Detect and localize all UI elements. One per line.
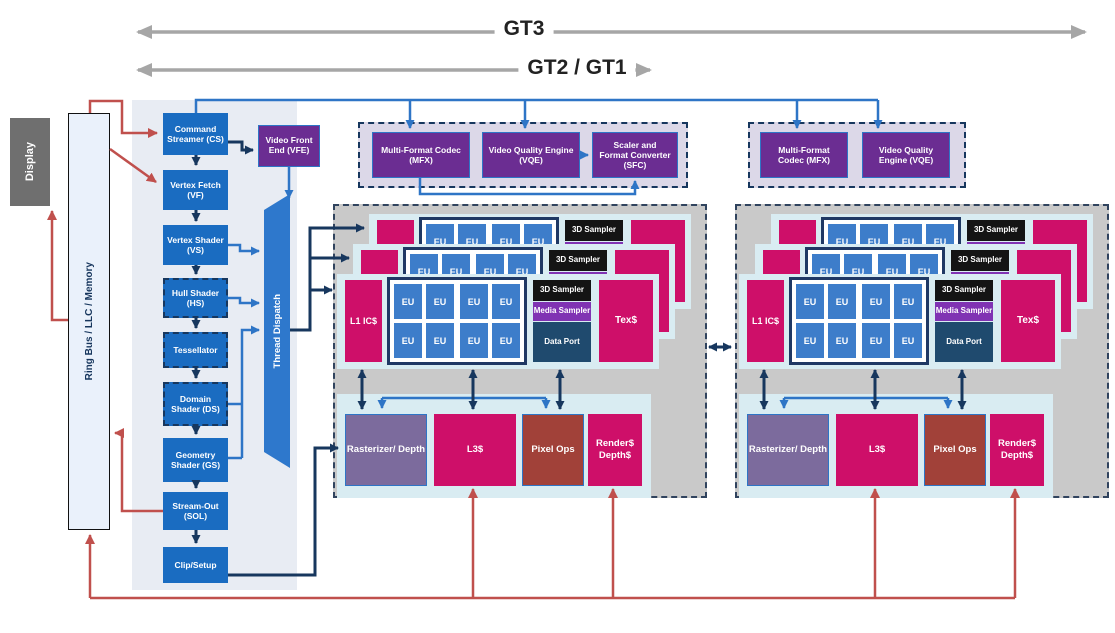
pixel-ops: Pixel Ops [522,414,584,486]
gt2-gt1-label: GT2 / GT1 [518,56,636,80]
eu-array: EU EU EU EU EU EU EU EU [387,277,527,365]
display-block: Display [10,118,50,206]
l3-cache: L3$ [836,414,918,486]
execution-unit: EU [492,284,520,319]
execution-unit: EU [460,284,488,319]
pipeline-stage-clip-setup: Clip/Setup [163,547,228,583]
thread-dispatch-label: Thread Dispatch [271,293,283,369]
sampler-3d: 3D Sampler [935,280,993,301]
gt3-label: GT3 [494,17,554,41]
slice-common-strip: Rasterizer/ Depth L3$ Pixel Ops Render$ … [337,394,651,498]
render-depth-cache: Render$ Depth$ [588,414,642,486]
pipeline-stage-label: Clip/Setup [174,559,217,570]
sampler-3d: 3D Sampler [565,220,623,241]
video-quality-engine-right: Video Quality Engine (VQE) [862,132,950,178]
execution-unit: EU [492,323,520,358]
ring-bus-block: Ring Bus / LLC / Memory [68,113,110,530]
thread-dispatch-block: Thread Dispatch [264,194,290,468]
eu-pair: EU EU EU EU [394,284,454,358]
sampler-stack: 3D Sampler Media Sampler Data Port [935,280,993,362]
multi-format-codec-left: Multi-Format Codec (MFX) [372,132,470,178]
display-label: Display [23,142,36,182]
video-front-end-block: Video Front End (VFE) [258,125,320,167]
pipeline-stage-label: Tessellator [173,344,218,355]
sampler-3d: 3D Sampler [967,220,1025,241]
slice-right: L1 IC$ EU EU EU EU EU EU EU EU 3D Sample… [735,204,1109,498]
pipeline-stage-hull-shader: Hull Shader (HS) [163,278,228,318]
pipeline-stage-stream-out: Stream-Out (SOL) [163,492,228,530]
sampler-stack: 3D Sampler Media Sampler Data Port [533,280,591,362]
pipeline-stage-label: Geometry Shader (GS) [170,449,221,470]
video-quality-engine-left: Video Quality Engine (VQE) [482,132,580,178]
execution-unit: EU [460,323,488,358]
execution-unit: EU [394,284,422,319]
pipeline-stage-command-streamer: Command Streamer (CS) [163,113,228,155]
execution-unit: EU [426,323,454,358]
eu-pair: EU EU EU EU [796,284,856,358]
scaler-format-converter: Scaler and Format Converter (SFC) [592,132,678,178]
render-depth-cache: Render$ Depth$ [990,414,1044,486]
pipeline-stage-label: Stream-Out (SOL) [172,500,219,521]
pipeline-stage-label: Vertex Fetch (VF) [170,179,221,200]
pipeline-stage-label: Domain Shader (DS) [171,393,220,414]
execution-unit: EU [828,323,856,358]
rasterizer-depth: Rasterizer/ Depth [345,414,427,486]
pipeline-stage-vertex-shader: Vertex Shader (VS) [163,225,228,265]
video-front-end-label: Video Front End (VFE) [265,135,313,155]
l1-instruction-cache: L1 IC$ [747,280,784,362]
data-port: Data Port [533,322,591,362]
pipeline-stage-tessellator: Tessellator [163,332,228,368]
pixel-ops: Pixel Ops [924,414,986,486]
texture-cache: Tex$ [1001,280,1055,362]
pipeline-stage-label: Hull Shader (HS) [171,287,220,308]
execution-unit: EU [796,284,824,319]
sampler-3d: 3D Sampler [533,280,591,301]
sampler-3d: 3D Sampler [951,250,1009,271]
pipeline-stage-label: Command Streamer (CS) [167,123,224,144]
subslice-card: L1 IC$ EU EU EU EU EU EU EU EU 3D Sample… [337,274,659,369]
execution-unit: EU [394,323,422,358]
pipeline-stage-geometry-shader: Geometry Shader (GS) [163,438,228,482]
eu-pair: EU EU EU EU [460,284,520,358]
pipeline-stage-domain-shader: Domain Shader (DS) [163,382,228,426]
eu-pair: EU EU EU EU [862,284,922,358]
ring-bus-label: Ring Bus / LLC / Memory [83,262,95,381]
media-sampler: Media Sampler [935,302,993,321]
media-sampler: Media Sampler [533,302,591,321]
execution-unit: EU [862,284,890,319]
l1-instruction-cache: L1 IC$ [345,280,382,362]
execution-unit: EU [894,323,922,358]
data-port: Data Port [935,322,993,362]
subslice-card: L1 IC$ EU EU EU EU EU EU EU EU 3D Sample… [739,274,1061,369]
pipeline-stage-label: Vertex Shader (VS) [167,234,224,255]
slice-common-strip: Rasterizer/ Depth L3$ Pixel Ops Render$ … [739,394,1053,498]
execution-unit: EU [796,323,824,358]
slice-left: L1 IC$ EU EU EU EU EU EU EU EU 3D Sample… [333,204,707,498]
l3-cache: L3$ [434,414,516,486]
execution-unit: EU [828,284,856,319]
rasterizer-depth: Rasterizer/ Depth [747,414,829,486]
execution-unit: EU [894,284,922,319]
execution-unit: EU [862,323,890,358]
execution-unit: EU [426,284,454,319]
pipeline-stage-vertex-fetch: Vertex Fetch (VF) [163,170,228,210]
eu-array: EU EU EU EU EU EU EU EU [789,277,929,365]
sampler-3d: 3D Sampler [549,250,607,271]
texture-cache: Tex$ [599,280,653,362]
multi-format-codec-right: Multi-Format Codec (MFX) [760,132,848,178]
